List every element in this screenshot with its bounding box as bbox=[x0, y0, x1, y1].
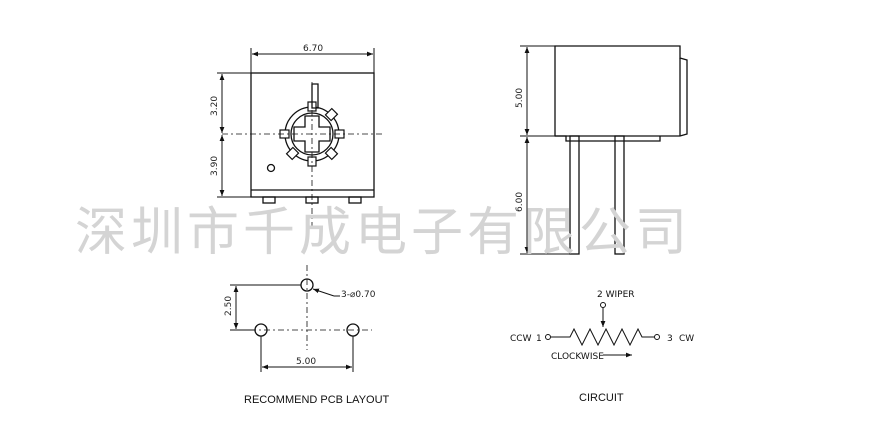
side-pin-right bbox=[614, 135, 625, 255]
index-dot bbox=[266, 163, 276, 173]
cw-pin: 3 bbox=[667, 334, 673, 344]
circuit-caption: CIRCUIT bbox=[579, 392, 624, 404]
side-view: 5.00 6.00 bbox=[515, 45, 688, 255]
wiper-terminal bbox=[600, 302, 606, 308]
front-view: 6.70 3.20 3.90 bbox=[210, 44, 382, 228]
dim-width: 6.70 bbox=[303, 44, 323, 54]
dim-pin-length: 6.00 bbox=[515, 192, 525, 212]
ccw-pin: 1 bbox=[536, 334, 542, 344]
cw-label: CW bbox=[679, 334, 694, 344]
wiper-label: 2 WIPER bbox=[597, 290, 635, 300]
dim-bottom-height: 3.90 bbox=[210, 156, 220, 176]
hole-callout: 3-⌀0.70 bbox=[341, 290, 376, 300]
cw-terminal bbox=[654, 334, 660, 340]
dim-body-height: 5.00 bbox=[515, 88, 525, 108]
ccw-terminal bbox=[545, 334, 551, 340]
front-foot-right bbox=[348, 196, 362, 204]
resistor-symbol bbox=[551, 327, 654, 347]
side-body bbox=[554, 45, 688, 137]
clockwise-label: CLOCKWISE bbox=[551, 352, 604, 362]
side-pin-left bbox=[569, 135, 580, 255]
watermark: 深圳市千成电子有限公司 bbox=[75, 203, 691, 263]
cross-slot bbox=[293, 115, 331, 153]
circuit: 2 WIPER CCW 1 3 CW CLOCKWISE CIRCUIT bbox=[510, 290, 694, 404]
front-foot-left bbox=[262, 196, 276, 204]
ccw-label: CCW bbox=[510, 334, 532, 344]
pcb-caption: RECOMMEND PCB LAYOUT bbox=[244, 394, 390, 406]
dim-top-height: 3.20 bbox=[210, 96, 220, 116]
pcb-dim-horizontal: 5.00 bbox=[296, 357, 316, 367]
pcb-dim-vertical: 2.50 bbox=[224, 296, 234, 316]
pcb-layout: 3-⌀0.70 2.50 5.00 RECOMMEND PCB LAYOUT bbox=[224, 265, 390, 406]
